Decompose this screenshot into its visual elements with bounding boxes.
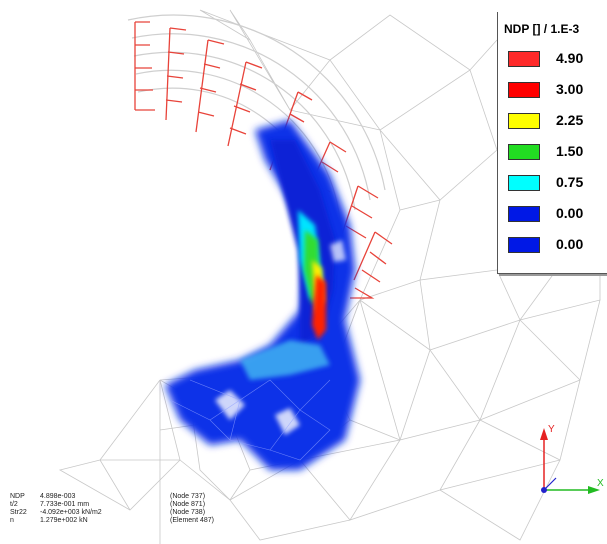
legend-entry: 0.00 bbox=[508, 235, 604, 255]
legend-swatch bbox=[508, 206, 540, 222]
result-readout: NDP 4.898e-003 (Node 737) t/2 7.733e-001 mm (… bbox=[10, 493, 214, 525]
legend-value: 2.25 bbox=[556, 112, 584, 128]
reinforcement-brackets bbox=[134, 21, 393, 299]
legend-swatch bbox=[508, 51, 540, 67]
legend-entry: 4.90 bbox=[508, 49, 604, 69]
axis-triad: Y X bbox=[540, 424, 604, 494]
readout-label: NDP bbox=[10, 493, 25, 500]
legend-title: NDP [] / 1.E-3 bbox=[504, 22, 580, 36]
readout-row: NDP 4.898e-003 (Node 737) bbox=[10, 493, 214, 501]
legend-value: 3.00 bbox=[556, 81, 584, 97]
readout-value: -4.092e+003 kN/m2 bbox=[40, 509, 102, 516]
legend-swatch bbox=[508, 82, 540, 98]
mesh-overlay bbox=[169, 379, 331, 461]
legend-swatch bbox=[508, 175, 540, 191]
readout-row: n 1.279e+002 kN (Element 487) bbox=[10, 517, 214, 525]
legend-swatch bbox=[508, 237, 540, 253]
color-legend: NDP [] / 1.E-3 4.90 3.00 2.25 1.50 0.75 0.00 0… bbox=[497, 12, 607, 274]
legend-swatch bbox=[508, 144, 540, 160]
legend-value: 4.90 bbox=[556, 50, 584, 66]
legend-entry: 3.00 bbox=[508, 80, 604, 100]
readout-row: t/2 7.733e-001 mm (Node 871) bbox=[10, 501, 214, 509]
axis-y-label: Y bbox=[548, 424, 555, 435]
readout-value: 1.279e+002 kN bbox=[40, 517, 88, 524]
readout-label: Str22 bbox=[10, 509, 27, 516]
readout-node: (Node 871) bbox=[170, 501, 206, 508]
legend-value: 0.75 bbox=[556, 174, 584, 190]
readout-node: (Element 487) bbox=[170, 517, 214, 524]
legend-entry: 0.00 bbox=[508, 204, 604, 224]
legend-entry: 1.50 bbox=[508, 142, 604, 162]
legend-value: 1.50 bbox=[556, 143, 584, 159]
readout-value: 7.733e-001 mm bbox=[40, 501, 90, 508]
readout-label: t/2 bbox=[10, 501, 18, 508]
ndp-contour-field bbox=[165, 120, 360, 470]
readout-node: (Node 738) bbox=[170, 509, 206, 516]
legend-entry: 2.25 bbox=[508, 111, 604, 131]
readout-row: Str22 -4.092e+003 kN/m2 (Node 738) bbox=[10, 509, 214, 517]
axis-x-label: X bbox=[597, 478, 604, 489]
readout-value: 4.898e-003 bbox=[40, 493, 76, 500]
legend-value: 0.00 bbox=[556, 205, 584, 221]
readout-label: n bbox=[10, 517, 14, 524]
legend-entry: 0.75 bbox=[508, 173, 604, 193]
legend-swatch bbox=[508, 113, 540, 129]
legend-value: 0.00 bbox=[556, 236, 584, 252]
readout-node: (Node 737) bbox=[170, 493, 206, 500]
